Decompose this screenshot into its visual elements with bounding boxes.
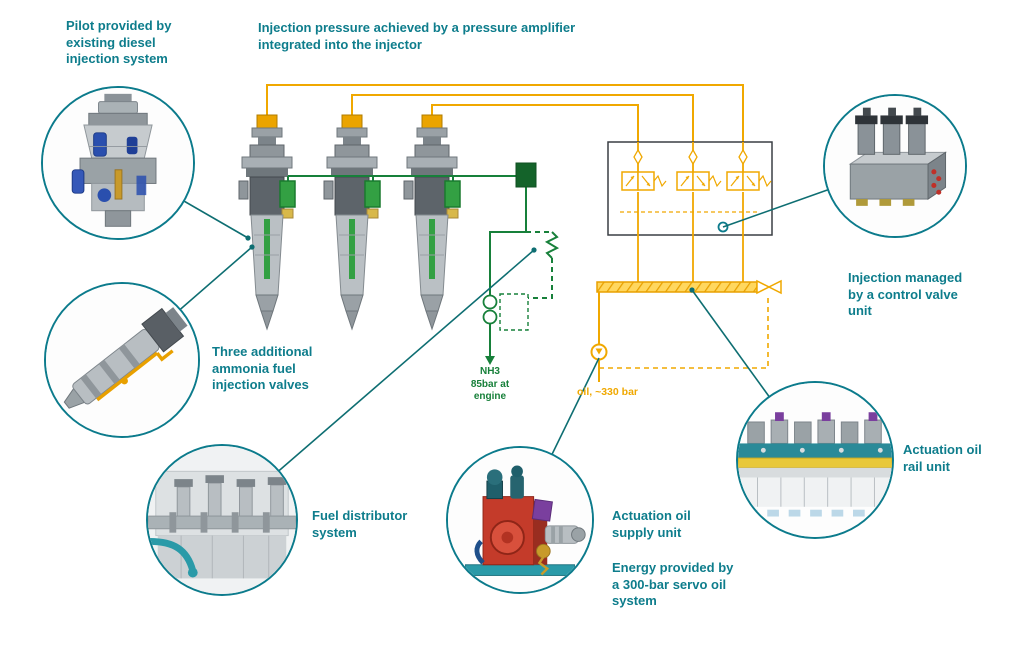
actuation-oil-rail-image <box>736 381 894 539</box>
fuel-lines <box>287 175 560 356</box>
fuel-block-symbol <box>515 162 537 188</box>
label-pilot: Pilot provided by existing diesel inject… <box>66 18 172 67</box>
label-nh3-pressure: NH3 85bar at engine <box>470 366 510 402</box>
pilot-injector-illustration <box>43 88 193 238</box>
label-oil-supply: Actuation oil supply unit <box>612 508 691 540</box>
oil-pilot-lines <box>266 84 744 142</box>
control-valve-schematic <box>607 141 773 282</box>
pilot-injector-image <box>41 86 195 240</box>
fuel-gauge-symbols <box>482 294 498 365</box>
fuel-distributor-image <box>146 444 298 596</box>
control-valve-unit-illustration <box>825 96 965 236</box>
ammonia-injection-valve-image <box>44 282 200 438</box>
pointer-dots <box>245 235 695 293</box>
label-servo-energy: Energy provided by a 300-bar servo oil s… <box>612 560 734 609</box>
label-oil-pressure: oil, ~330 bar <box>577 386 638 398</box>
oil-rail <box>590 279 782 382</box>
label-ammonia-valves: Three additional ammonia fuel injection … <box>212 344 313 393</box>
oil-rail-illustration <box>738 383 892 537</box>
label-control-valve: Injection managed by a control valve uni… <box>848 270 963 319</box>
oil-supply-illustration <box>448 448 592 592</box>
injector-3 <box>403 114 461 330</box>
ammonia-valve-illustration <box>46 284 198 436</box>
fuel-distributor-illustration <box>148 446 296 594</box>
label-rail-unit: Actuation oil rail unit <box>903 442 982 474</box>
injector-2 <box>323 114 381 330</box>
injector-1 <box>238 114 296 330</box>
actuation-oil-supply-image <box>446 446 594 594</box>
label-pressure-amplifier: Injection pressure achieved by a pressur… <box>258 20 576 52</box>
control-valve-unit-image <box>823 94 967 238</box>
label-fuel-distributor: Fuel distributor system <box>312 508 408 540</box>
